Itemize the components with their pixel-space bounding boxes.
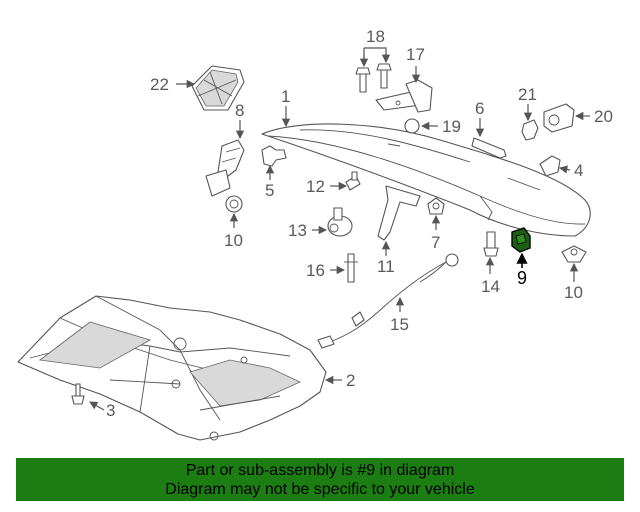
part-8-bracket: [205, 139, 245, 197]
part-20-lamp: [543, 103, 575, 133]
callout-20: 20: [594, 107, 613, 126]
part-13-actuator: [327, 207, 353, 237]
callout-11: 11: [377, 257, 395, 276]
callout-10-left: 10: [224, 231, 243, 250]
notice-banner: Part or sub-assembly is #9 in diagram Di…: [16, 458, 624, 501]
callout-12: 12: [306, 177, 325, 196]
callout-16: 16: [306, 261, 325, 280]
part-18-bolts: [355, 63, 392, 93]
part-15-cable: [317, 253, 459, 349]
part-12-screw: [345, 171, 361, 191]
part-21-bulb: [521, 119, 539, 141]
callout-13: 13: [288, 221, 307, 240]
notice-line-1: Part or sub-assembly is #9 in diagram: [185, 461, 455, 479]
parts-diagram: 22 18 17 8 1 6 21 20 19 4 5 12 10 13 7 1…: [17, 27, 613, 441]
callout-labels: 22 18 17 8 1 6 21 20 19 4 5 12 10 13 7 1…: [106, 27, 613, 420]
callout-9: 9: [517, 268, 527, 288]
callout-17: 17: [406, 45, 425, 64]
part-11-bracket: [377, 185, 421, 241]
callout-15: 15: [390, 315, 409, 334]
callout-2: 2: [346, 371, 355, 390]
part-3-push-pin: [71, 383, 85, 405]
callout-5: 5: [265, 181, 274, 200]
part-5-clip: [261, 145, 287, 167]
callout-6: 6: [475, 99, 484, 118]
part-2-shield: [17, 295, 327, 441]
part-17-hinge: [375, 79, 433, 113]
callout-3: 3: [106, 401, 115, 420]
part-14-stud: [483, 231, 499, 257]
part-1-deck-lid: [261, 123, 591, 237]
part-22-pad: [191, 65, 245, 111]
leader-lines: [89, 47, 590, 411]
part-4-clip: [539, 155, 561, 177]
callout-14: 14: [481, 277, 500, 296]
part-10-grommet-left: [225, 195, 243, 213]
callout-1: 1: [281, 87, 290, 106]
part-7-grommet: [427, 197, 445, 215]
part-16-pin: [344, 253, 358, 283]
part-6-seal: [471, 137, 507, 159]
callout-8: 8: [235, 101, 244, 120]
callout-10-right: 10: [564, 283, 583, 302]
part-19-plug: [404, 118, 420, 134]
part-10-grommet-right: [561, 245, 587, 263]
callout-7: 7: [431, 233, 440, 252]
part-9-bracket-highlighted: [511, 227, 531, 253]
callout-19: 19: [442, 117, 461, 136]
callout-18: 18: [366, 27, 385, 46]
callout-21: 21: [518, 85, 537, 104]
callout-4: 4: [574, 161, 583, 180]
notice-line-2: Diagram may not be specific to your vehi…: [165, 480, 475, 498]
callout-22: 22: [150, 75, 169, 94]
